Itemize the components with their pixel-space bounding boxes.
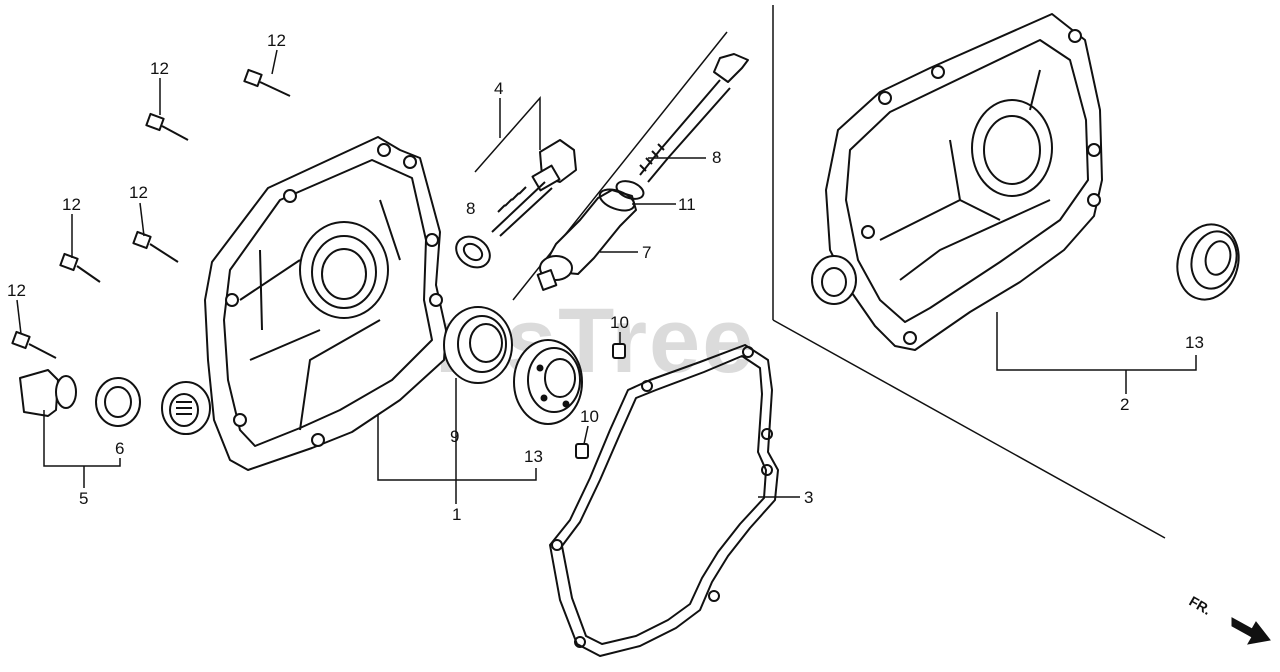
callout-12: 12 [150, 59, 169, 78]
callout-5: 5 [79, 489, 88, 508]
dowel-pins [575, 343, 626, 459]
callout-9: 9 [450, 427, 459, 446]
crankcase-cover-right [811, 13, 1103, 351]
callout-12: 12 [267, 31, 286, 50]
ball-bearing-right [1176, 223, 1240, 301]
bolt-4 [59, 252, 101, 283]
bolts [11, 68, 291, 359]
drain-plug [19, 369, 77, 417]
arrow-icon [1231, 617, 1271, 645]
callout-12: 12 [62, 195, 81, 214]
gasket [549, 344, 779, 657]
callout-13: 13 [524, 447, 543, 466]
oil-filler-neck [536, 53, 749, 291]
callout-labels: 12 12 12 12 12 4 8 8 11 7 10 10 9 13 1 6… [7, 31, 1204, 524]
callout-7: 7 [642, 243, 651, 262]
callout-3: 3 [804, 488, 813, 507]
bolt-2 [145, 112, 189, 141]
washer [95, 377, 141, 427]
callout-10: 10 [580, 407, 599, 426]
callout-8: 8 [466, 199, 475, 218]
leader-lines [16, 49, 1197, 504]
oil-seal [443, 306, 513, 384]
callout-6: 6 [115, 439, 124, 458]
callout-2: 2 [1120, 395, 1129, 414]
callout-8: 8 [712, 148, 721, 167]
callout-11: 11 [678, 195, 696, 214]
direction-label: FR. [1187, 593, 1215, 618]
bolt-1 [243, 68, 291, 97]
callout-12: 12 [7, 281, 26, 300]
callout-12: 12 [129, 183, 148, 202]
callout-10: 10 [610, 313, 629, 332]
ball-bearing-left [513, 339, 583, 425]
front-direction-indicator: FR. [1187, 593, 1271, 645]
bolt-5 [11, 330, 57, 359]
bolt-3 [132, 230, 179, 263]
callout-1: 1 [452, 505, 461, 524]
callout-13: 13 [1185, 333, 1204, 352]
crankcase-cover-left [161, 136, 447, 471]
dipstick [455, 139, 577, 269]
callout-4: 4 [494, 79, 503, 98]
